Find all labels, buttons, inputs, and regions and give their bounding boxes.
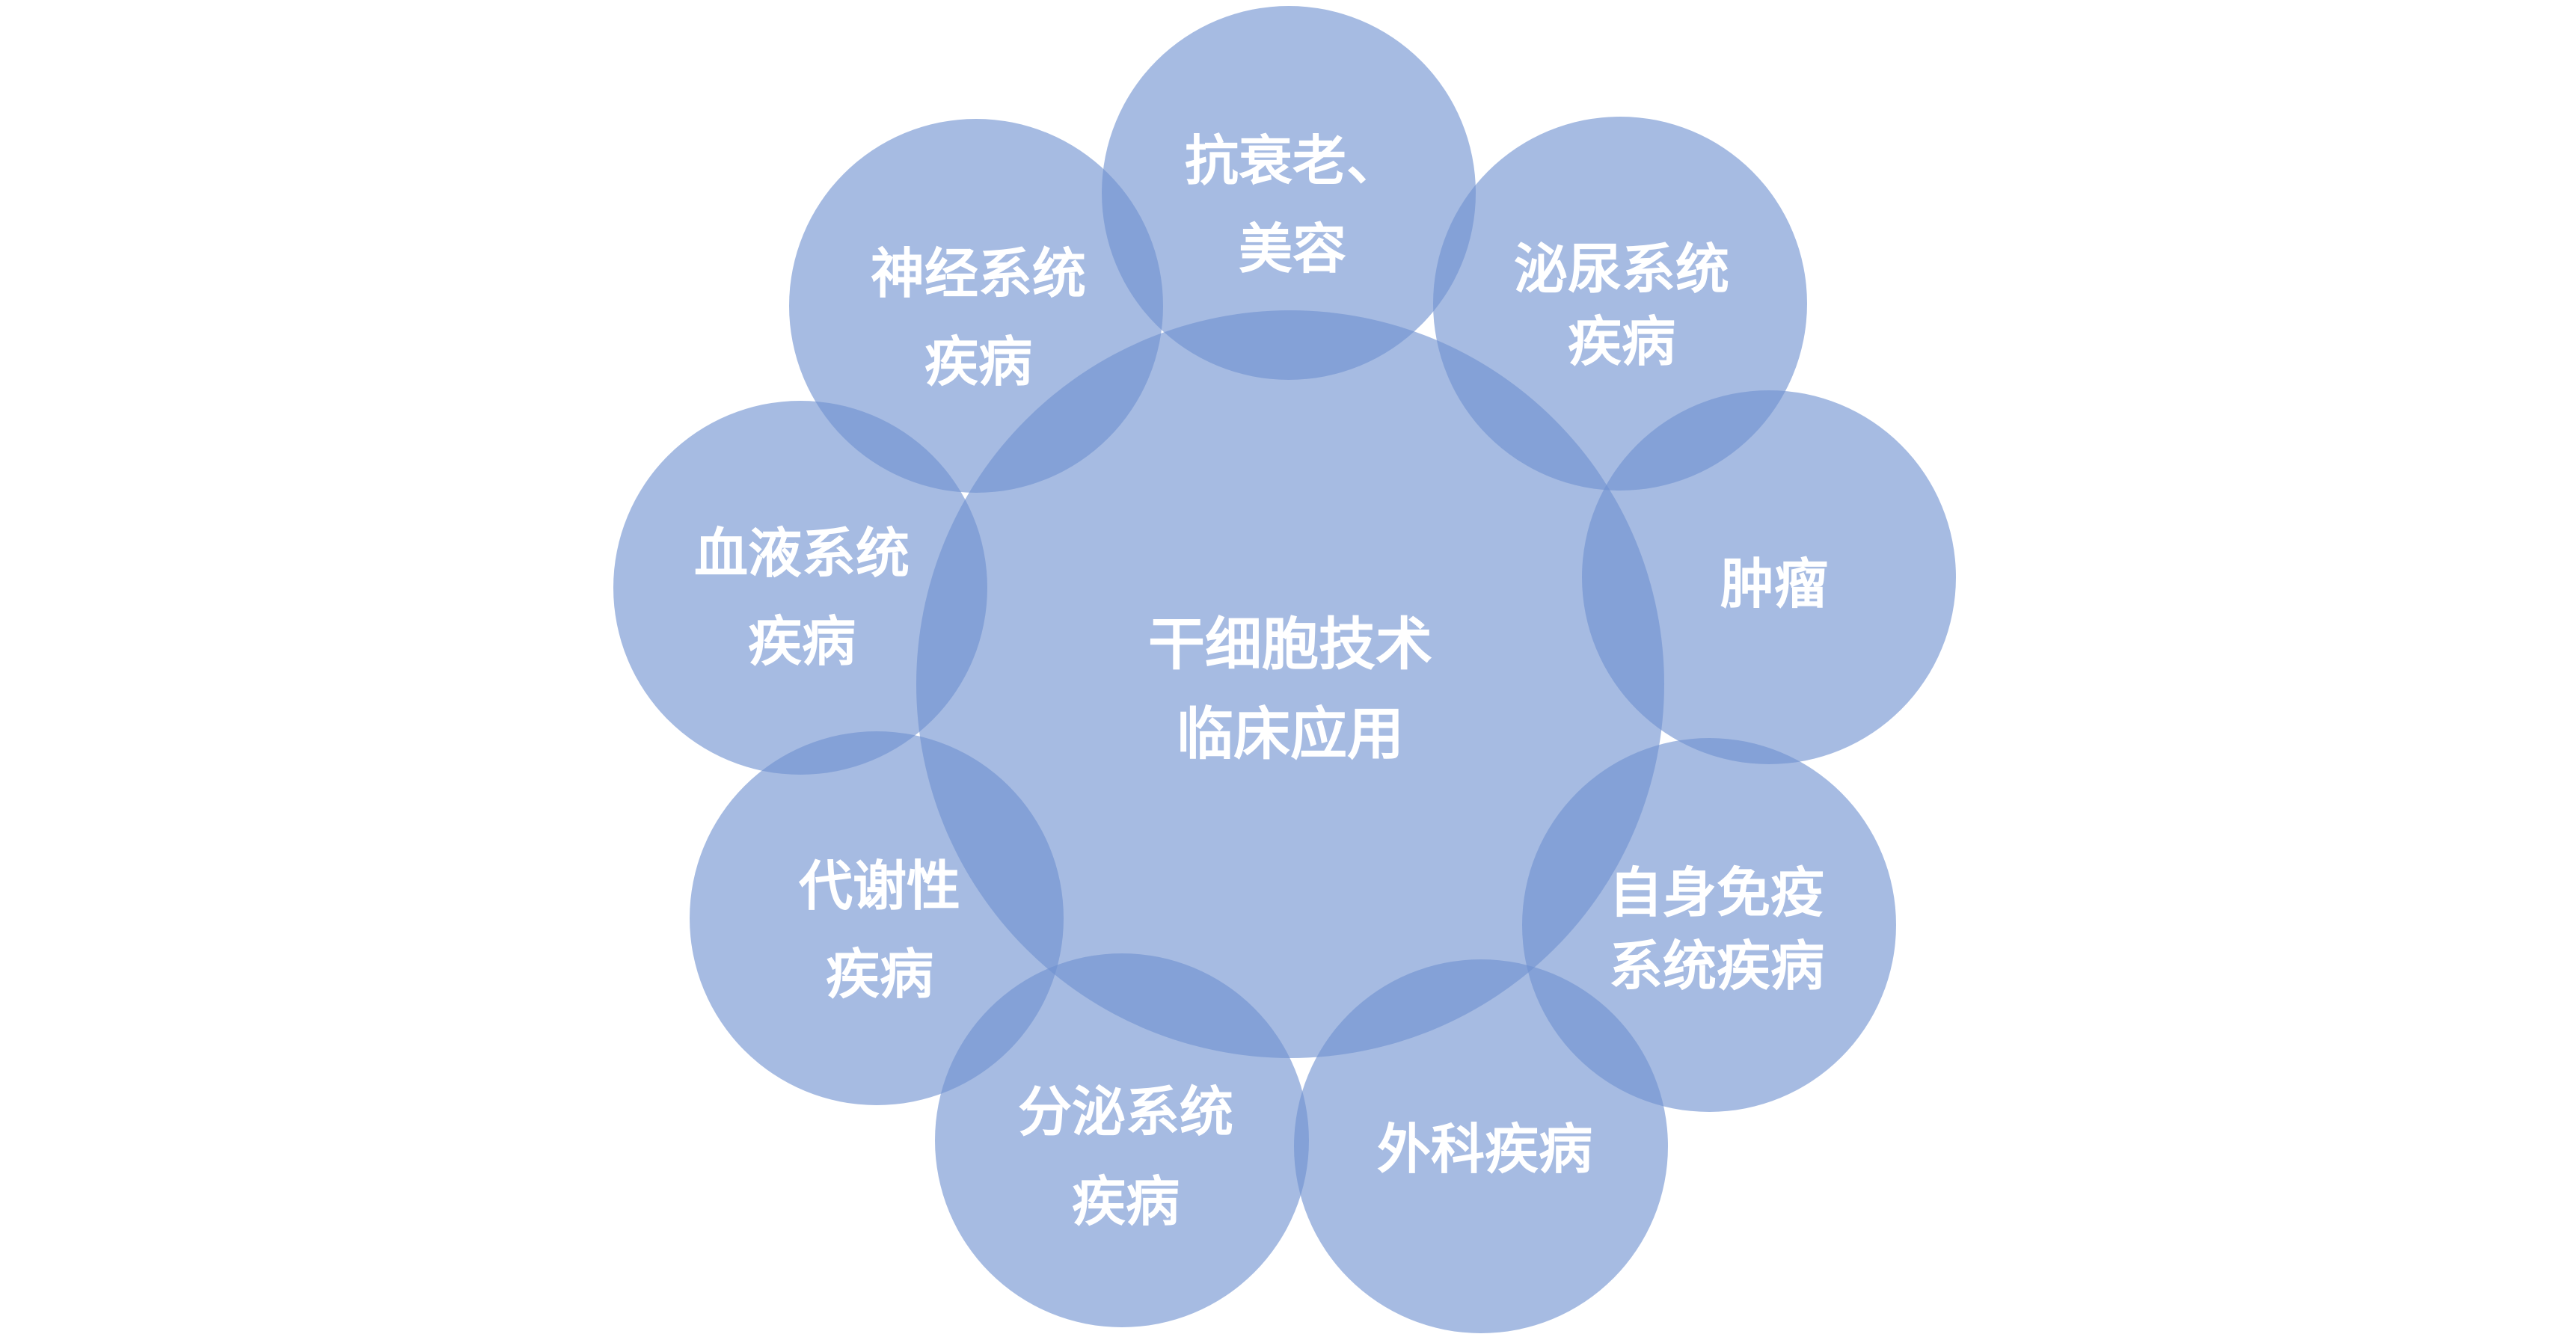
label-anti-aging-line-2: 美容: [1239, 218, 1346, 280]
label-tumor: 肿瘤: [1720, 553, 1828, 615]
label-blood-line-2: 疾病: [748, 610, 856, 673]
center-label-line-1: 干细胞技术: [1148, 611, 1432, 677]
circle-center: [916, 310, 1664, 1058]
label-blood-line-1: 血液系统: [694, 522, 910, 585]
label-endocrine-line-2: 疾病: [1072, 1170, 1180, 1233]
label-endocrine-line-1: 分泌系统: [1018, 1081, 1233, 1143]
circle-anti-aging: [1102, 6, 1476, 380]
label-metabolic-line-2: 疾病: [826, 943, 933, 1006]
label-metabolic-line-1: 代谢性: [798, 855, 960, 917]
label-autoimmune-line-1: 自身免疫: [1609, 861, 1824, 924]
label-urinary-line-1: 泌尿系统: [1514, 238, 1729, 301]
label-autoimmune-line-2: 系统疾病: [1609, 935, 1824, 998]
circle-blood: [613, 401, 987, 775]
label-neuro-line-1: 神经系统: [871, 242, 1086, 305]
center-label-line-2: 临床应用: [1177, 701, 1404, 767]
circle-tumor: [1582, 390, 1956, 764]
label-neuro-line-2: 疾病: [924, 331, 1032, 393]
label-anti-aging-line-1: 抗衰老、: [1185, 129, 1400, 192]
circle-surgical: [1294, 959, 1668, 1333]
label-surgical: 外科疾病: [1377, 1118, 1592, 1181]
label-urinary-line-2: 疾病: [1568, 310, 1675, 373]
